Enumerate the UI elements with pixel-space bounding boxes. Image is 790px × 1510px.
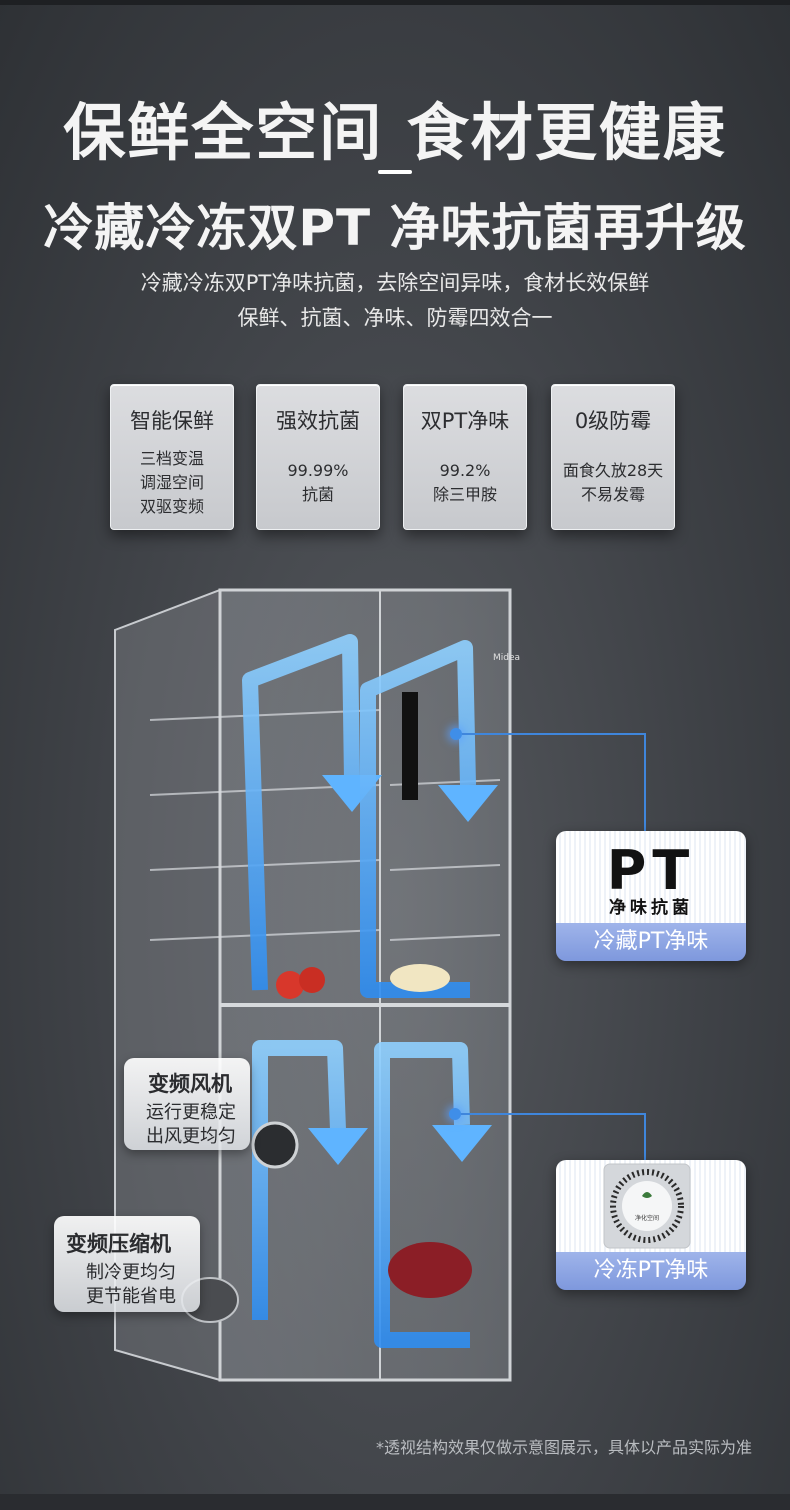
- top-bar: [0, 0, 790, 5]
- airflow-arrow: [308, 1128, 368, 1165]
- fan-feature-line: 出风更均匀: [146, 1126, 236, 1147]
- leader-line: [461, 1113, 646, 1115]
- tomato: [299, 967, 325, 993]
- fan-feature-line: 运行更稳定: [146, 1102, 236, 1123]
- disclaimer: *透视结构效果仅做示意图展示，具体以产品实际为准: [375, 1438, 752, 1457]
- fridge-illustration: Midea: [90, 580, 530, 1410]
- card-title: 双PT净味: [420, 409, 510, 433]
- card-title: 0级防霉: [574, 409, 652, 433]
- fridge-pt-panel: PT 净味抗菌 冷藏PT净味: [556, 831, 746, 961]
- subheadline: 冷藏冷冻双PT 净味抗菌再升级: [43, 199, 747, 257]
- airflow-upper-left: [242, 634, 360, 991]
- card-title: 强效抗菌: [276, 409, 360, 433]
- compressor-feature-box: 变频压缩机 制冷更均匀 更节能省电: [54, 1216, 200, 1312]
- pt-module: [402, 692, 418, 800]
- airflow-arrow: [438, 785, 498, 822]
- fan: [251, 1121, 299, 1169]
- bottom-bar: [0, 1494, 790, 1510]
- card-line: 调湿空间: [139, 473, 204, 492]
- callout-dot-freezer: [449, 1108, 461, 1120]
- feature-card-smart-fresh: 智能保鲜 三档变温 调湿空间 双驱变频: [110, 384, 234, 530]
- airflow-lower-left: [252, 1040, 346, 1320]
- fan-feature-title: 变频风机: [148, 1072, 232, 1096]
- freezer-pt-panel: 净化空间 冷冻PT净味: [556, 1160, 746, 1290]
- feature-card-antibacterial: 强效抗菌 99.99% 抗菌: [256, 384, 380, 530]
- airflow-arrow: [432, 1125, 492, 1162]
- freezer-panel-top: 净化空间: [556, 1160, 746, 1252]
- shelf: [149, 709, 381, 721]
- fridge-pt-label: 冷藏PT净味: [556, 923, 746, 961]
- tomato: [276, 971, 304, 999]
- compressor-feature-line: 更节能省电: [86, 1286, 176, 1307]
- leader-line: [644, 733, 646, 831]
- title-divider: [378, 170, 412, 174]
- card-line: 99.99%: [287, 461, 349, 480]
- purifier-badge: 净化空间: [634, 1215, 659, 1222]
- card-line: 面食久放28天: [562, 461, 664, 480]
- card-line: 99.2%: [439, 461, 491, 480]
- description-line-1: 冷藏冷冻双PT净味抗菌，去除空间异味，食材长效保鲜: [140, 271, 650, 295]
- leader-line: [462, 733, 646, 735]
- feature-card-anti-mold: 0级防霉 面食久放28天 不易发霉: [551, 384, 675, 530]
- card-line: 除三甲胺: [432, 485, 497, 504]
- fridge-svg: [114, 588, 512, 1382]
- fan-feature-box: 变频风机 运行更稳定 出风更均匀: [124, 1058, 250, 1150]
- card-line: 三档变温: [139, 449, 204, 468]
- description-line-2: 保鲜、抗菌、净味、防霉四效合一: [237, 306, 553, 330]
- card-title: 智能保鲜: [130, 409, 214, 433]
- shelf: [149, 859, 381, 871]
- pt-logo-subtitle: 净味抗菌: [609, 898, 693, 918]
- card-line: 抗菌: [301, 485, 334, 504]
- pt-panel-top: PT 净味抗菌: [556, 831, 746, 923]
- card-line: 不易发霉: [580, 485, 645, 504]
- compressor-feature-title: 变频压缩机: [66, 1232, 171, 1256]
- brand-mark: Midea: [493, 653, 521, 663]
- meat: [388, 1242, 472, 1298]
- shelf: [389, 864, 501, 871]
- freezer-pt-label: 冷冻PT净味: [556, 1252, 746, 1290]
- bowl: [390, 964, 450, 992]
- airflow-upper-right: [360, 640, 476, 998]
- callout-dot-fridge: [450, 728, 462, 740]
- airflow-lower-right: [374, 1042, 470, 1348]
- leader-line: [644, 1113, 646, 1160]
- card-line: 双驱变频: [139, 497, 204, 516]
- feature-card-deodorize: 双PT净味 99.2% 除三甲胺: [403, 384, 527, 530]
- pt-logo: PT: [606, 839, 696, 902]
- headline: 保鲜全空间 食材更健康: [63, 96, 727, 169]
- purifier-module-icon: [603, 1163, 691, 1249]
- shelf: [389, 934, 501, 941]
- compressor-feature-line: 制冷更均匀: [86, 1262, 176, 1283]
